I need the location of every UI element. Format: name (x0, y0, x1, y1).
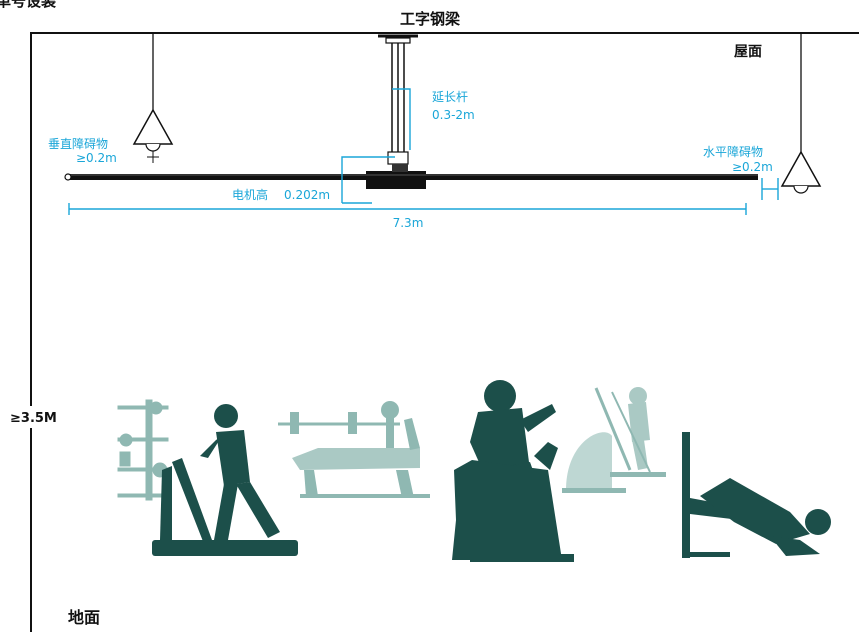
horizontal-obstacle-label: 水平障碍物 (703, 144, 763, 159)
partial-title: 单号设装 (0, 0, 57, 10)
treadmill-runner-icon (152, 404, 298, 556)
extension-rod-label: 延长杆 (432, 90, 468, 104)
weight-rack-icon (117, 399, 169, 501)
ceiling-lamp-icon-left (132, 33, 174, 163)
ceiling-lamp-icon-right (780, 33, 822, 194)
beam-label: 工字钢梁 (400, 10, 461, 28)
elliptical-trainer-icon (562, 387, 666, 493)
bench-press-icon (278, 401, 430, 498)
height-label: ≥3.5M (10, 411, 57, 426)
dimension-lines (68, 88, 779, 215)
height-label-bg (0, 406, 60, 428)
motor-height-label: 电机高 (232, 187, 268, 202)
vertical-obstacle-value: ≥0.2m (76, 151, 117, 165)
extension-rod-value: 0.3-2m (432, 108, 475, 122)
roof-label: 屋面 (734, 44, 762, 60)
vertical-obstacle-label: 垂直障碍物 (48, 136, 108, 151)
exercise-bike-icon (452, 380, 574, 562)
horizontal-obstacle-value: ≥0.2m (732, 160, 773, 174)
blade-span-value: 7.3m (393, 216, 424, 230)
hvls-fan-icon (64, 34, 758, 189)
roman-chair-icon (682, 432, 831, 558)
floor-label: 地面 (68, 608, 100, 627)
motor-height-value: 0.202m (284, 188, 330, 202)
